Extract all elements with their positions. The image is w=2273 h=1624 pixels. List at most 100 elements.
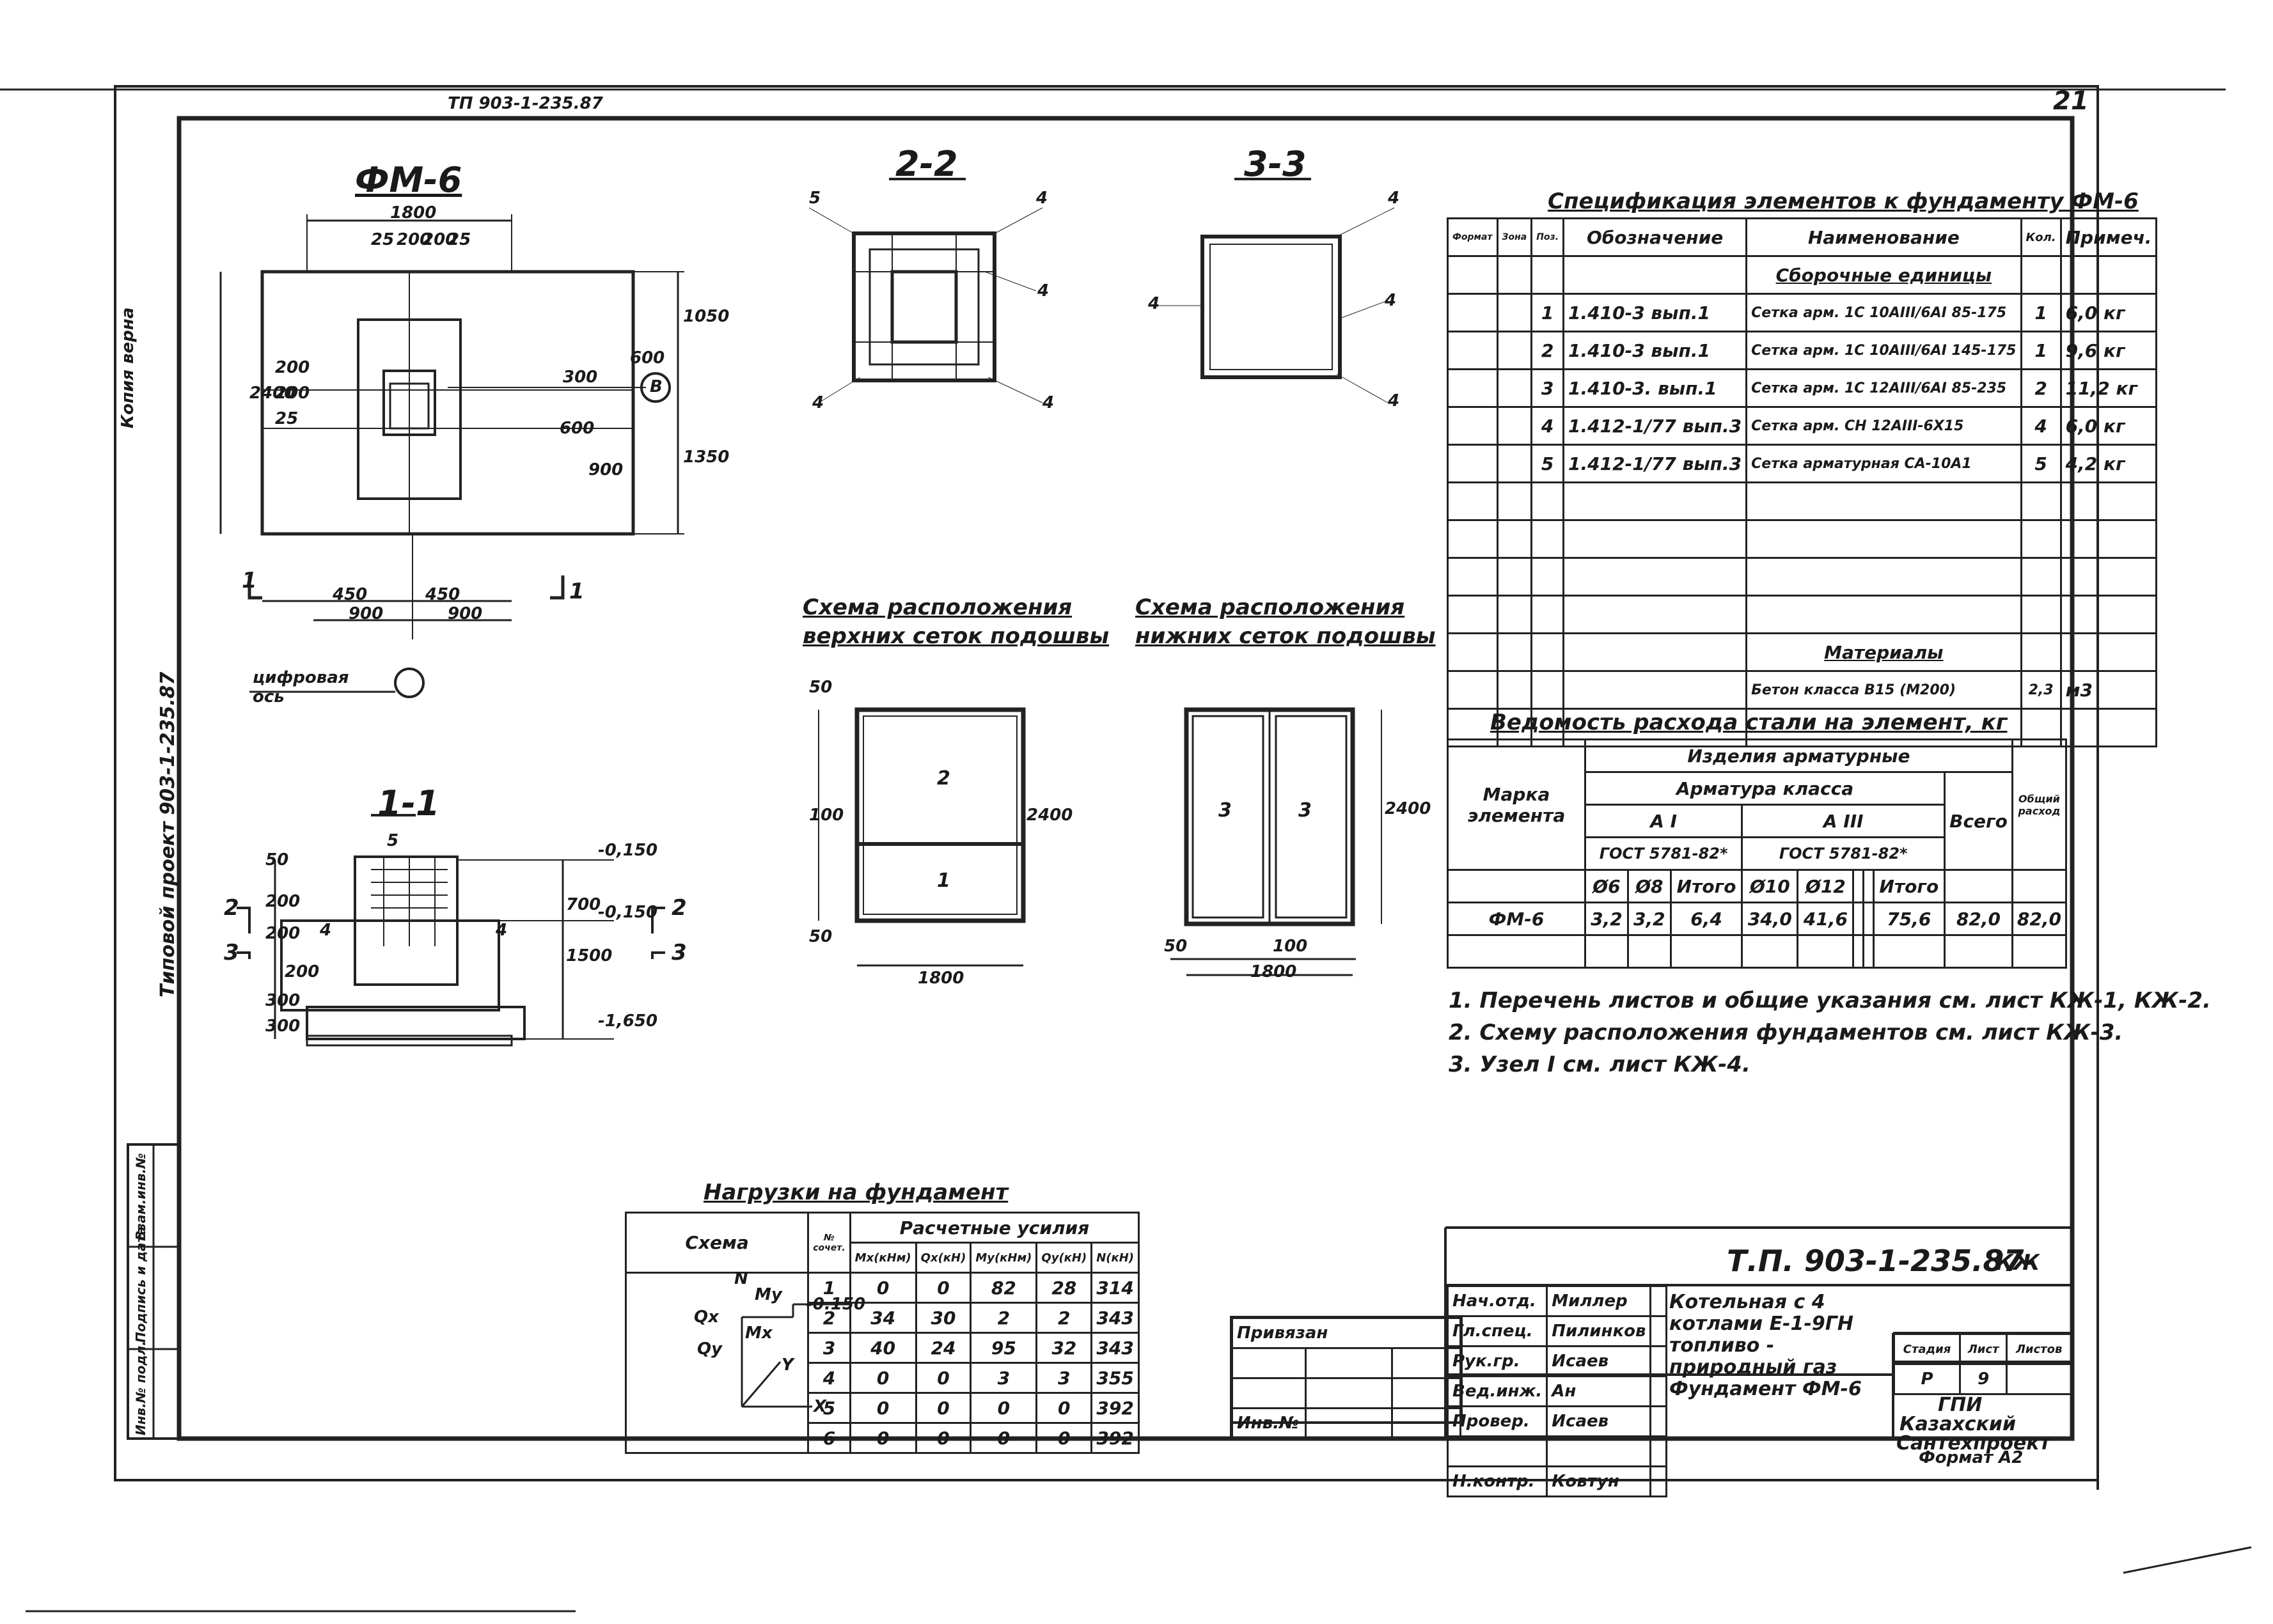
section-dim: 200 (285, 962, 320, 981)
staff-row: Гл.спец.Пилинков (1446, 1315, 1667, 1347)
loads-col: Qx(кН) (915, 1242, 972, 1274)
bottom-mesh-cell: 3 (1218, 799, 1232, 822)
section-3-3 (1158, 178, 1395, 403)
spec-header: Наименование (1745, 217, 2022, 257)
section-2-2-title: 2-2 (895, 144, 958, 184)
section-dim: 300 (265, 991, 301, 1010)
plan-dim-right: 1350 (683, 448, 730, 467)
section-dim: 200 (265, 892, 301, 911)
stamp-sheet-title: Фундамент ФМ-6 (1669, 1378, 1862, 1400)
steel-h-class: Арматура класса (1584, 771, 1946, 806)
section-1-1 (237, 814, 665, 1047)
loads-h-scheme: Схема (624, 1212, 810, 1274)
staff-row: Н.контр.Ковтун (1446, 1465, 1667, 1497)
section-mark-left: 1 (242, 568, 257, 593)
callout-4: 4 (1148, 294, 1160, 313)
bottom-mesh-dim: 100 (1273, 937, 1308, 956)
section-1-1-title: 1-1 (377, 783, 440, 824)
spec-header: Кол. (2020, 217, 2062, 257)
staff-row: Провер.Исаев (1446, 1405, 1667, 1437)
inv-label: Инв.№ (1231, 1407, 1307, 1439)
bottom-mesh-cell: 3 (1298, 799, 1312, 822)
spec-header: Зона (1496, 217, 1533, 257)
top-mesh-scheme (818, 707, 1026, 967)
steel-subheader: Итого (1669, 869, 1743, 903)
scheme-Mx: Mx (745, 1323, 773, 1343)
level-mark: -1,650 (598, 1011, 658, 1031)
steel-h-products: Изделия арматурные (1584, 738, 2013, 773)
steel-h-a1: А I (1584, 804, 1743, 838)
plan-dim-top: 200 (422, 230, 457, 249)
level-mark: -0,150 (598, 903, 658, 922)
stamp-code-suffix: КЖ (1995, 1250, 2040, 1276)
note-1: 1. Перечень листов и общие указания см. … (1449, 988, 2211, 1013)
plan-dim-left: 200 (275, 358, 310, 377)
callout-4: 4 (1042, 393, 1055, 412)
scheme-Qy: Qy (697, 1339, 723, 1359)
level-mark: -0,150 (598, 841, 658, 860)
top-mesh-dim: 2400 (1026, 806, 1073, 825)
left-stamp-sign: Подпись и дата (133, 1226, 148, 1343)
plan-dim-left: 200 (275, 384, 310, 403)
stamp-sheet: 9 (1959, 1363, 2008, 1395)
top-mesh-dim: 1800 (918, 969, 964, 988)
loads-h-design: Расчетные усилия (849, 1212, 1140, 1244)
steel-h-gost: ГОСТ 5781-82* (1741, 836, 1946, 871)
axis-b-label: В (650, 377, 663, 396)
scheme-y: Y (782, 1355, 794, 1375)
spec-header: Обозначение (1562, 217, 1748, 257)
digital-axis-label: цифровая ось (253, 668, 349, 707)
copy-verified-label: Копия верна (118, 307, 138, 428)
stamp-stage: Р (1892, 1363, 1962, 1395)
plan-dim-top: 1800 (390, 203, 437, 223)
loads-col: Mx(кНм) (849, 1242, 917, 1274)
spec-header: Поз. (1530, 217, 1565, 257)
callout-4: 4 (1388, 391, 1400, 410)
plan-dim-top: 25 (448, 230, 471, 249)
cut-mark: 2 (224, 895, 239, 921)
top-mesh-cell: 2 (937, 767, 950, 790)
staff-row: Рук.гр.Исаев (1446, 1345, 1667, 1377)
stamp-h-stage: Стадия (1892, 1333, 1962, 1365)
stamp-sheet-table: Стадия Лист Листов Р 9 (1892, 1333, 2072, 1395)
spec-materials-label: Материалы (1745, 632, 2022, 672)
steel-subheader: Ø10 (1741, 869, 1799, 903)
callout-4: 4 (1385, 291, 1397, 310)
plan-fm6 (219, 214, 684, 698)
callout-4: 4 (1036, 189, 1048, 208)
bottom-mesh-title: Схема расположения (1135, 595, 1405, 620)
cut-mark: 3 (672, 940, 687, 965)
callout-4: 4 (812, 393, 824, 412)
plan-dim-right: 600 (630, 348, 665, 368)
scheme-x: X (814, 1397, 827, 1416)
steel-h-a3: А III (1741, 804, 1946, 838)
note-3: 3. Узел I см. лист КЖ-4. (1449, 1052, 1750, 1077)
attached-table: Привязан Инв.№ (1231, 1317, 1461, 1439)
format-label: Формат А2 (1919, 1448, 2024, 1467)
steel-subheader: Итого (1872, 869, 1946, 903)
section-dim: 50 (265, 850, 289, 870)
section-dim: 1500 (566, 946, 613, 965)
callout-5: 5 (809, 189, 821, 208)
header-code: ТП 903-1-235.87 (448, 94, 603, 113)
project-vertical-label: Типовой проект 903-1-235.87 (157, 671, 179, 997)
spec-header: Примеч. (2059, 217, 2158, 257)
steel-title: Ведомость расхода стали на элемент, кг (1490, 710, 2008, 735)
loads-col: N(кН) (1090, 1242, 1140, 1274)
section-3-3-title: 3-3 (1244, 144, 1307, 184)
section-dim: 700 (566, 895, 601, 914)
section-mark-right: 1 (569, 579, 585, 604)
staff-row: Вед.инж.Ан (1446, 1375, 1667, 1407)
bottom-mesh-subtitle: нижних сеток подошвы (1135, 623, 1436, 649)
section-2-2 (808, 178, 1043, 403)
stamp-h-sheets: Листов (2006, 1333, 2072, 1365)
